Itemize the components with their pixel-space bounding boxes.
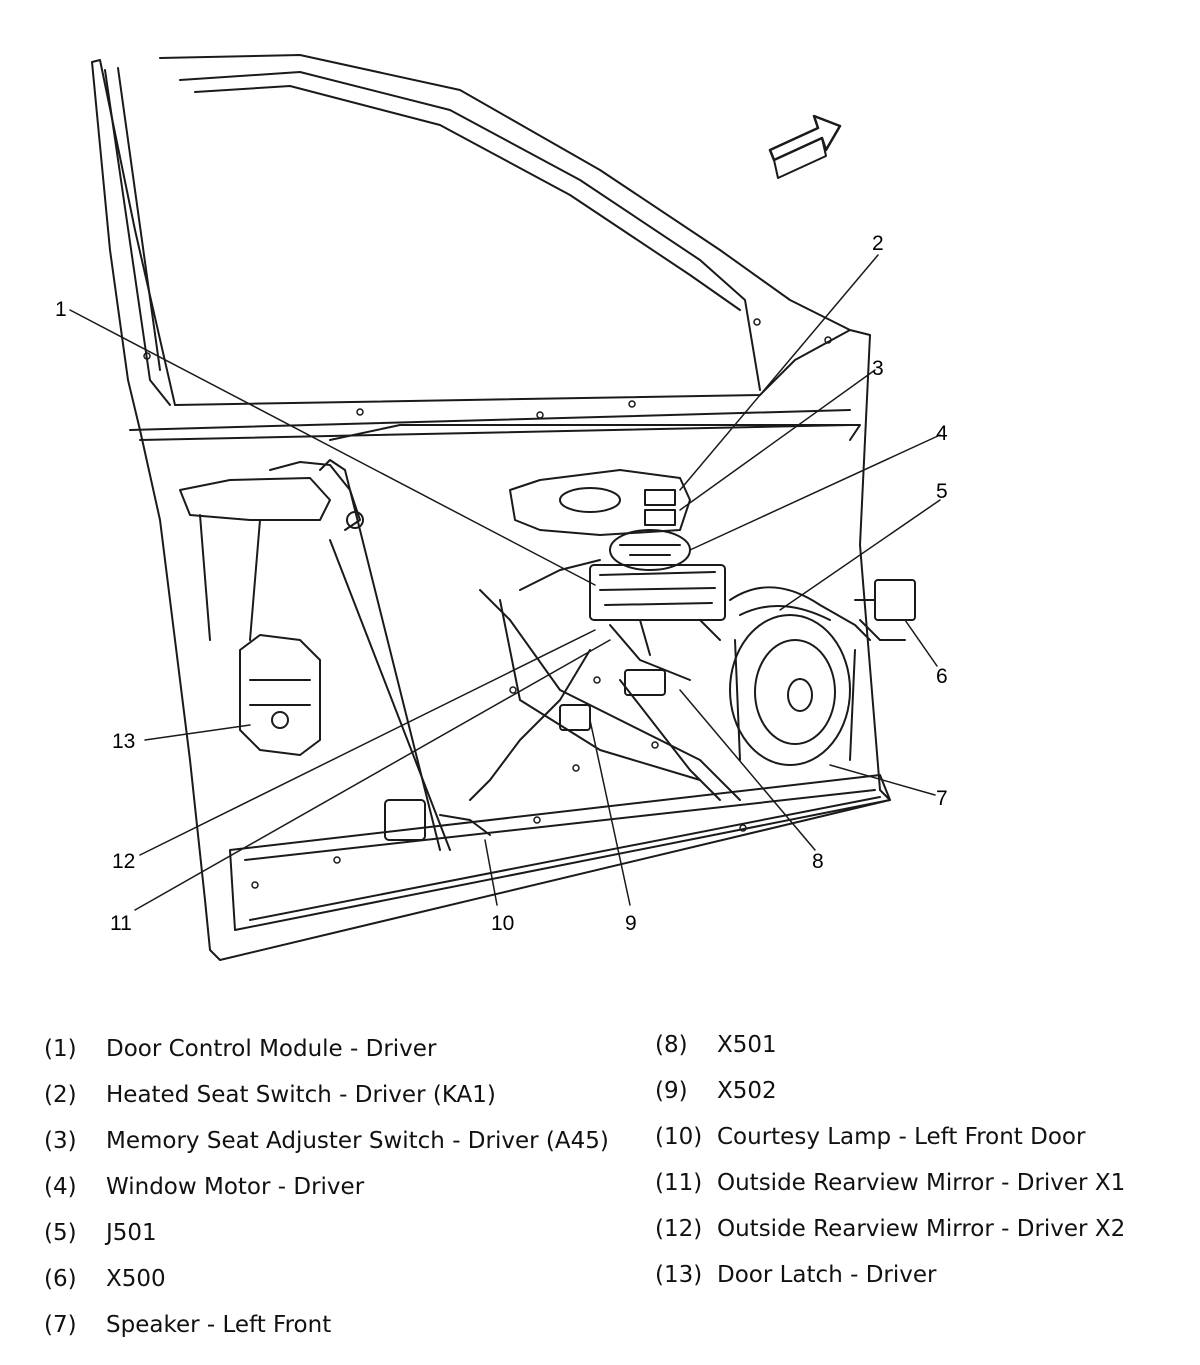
legend-number: (2) xyxy=(44,1082,77,1108)
legend-label: X502 xyxy=(717,1078,777,1104)
legend-number: (6) xyxy=(44,1266,77,1292)
callout-8: 8 xyxy=(812,850,824,873)
legend-item: (1) Door Control Module - Driver xyxy=(44,1030,614,1068)
legend-number: (13) xyxy=(655,1262,703,1288)
window-regulator xyxy=(469,559,741,801)
legend-item: (12) Outside Rearview Mirror - Driver X2 xyxy=(655,1210,1195,1248)
legend-number: (9) xyxy=(655,1078,688,1104)
legend-label: Memory Seat Adjuster Switch - Driver (A4… xyxy=(106,1128,609,1154)
callout-5: 5 xyxy=(936,480,948,503)
legend-item: (10) Courtesy Lamp - Left Front Door xyxy=(655,1118,1195,1156)
legend-item: (6) X500 xyxy=(44,1260,614,1298)
legend-label: Speaker - Left Front xyxy=(106,1312,332,1338)
legend-label: X500 xyxy=(106,1266,166,1292)
legend-item: (3) Memory Seat Adjuster Switch - Driver… xyxy=(44,1122,614,1160)
legend-label: Door Control Module - Driver xyxy=(106,1036,437,1062)
legend-label: Heated Seat Switch - Driver (KA1) xyxy=(106,1082,496,1108)
legend-label: Outside Rearview Mirror - Driver X2 xyxy=(717,1216,1126,1242)
forward-arrow-icon xyxy=(768,114,842,179)
legend-label: Door Latch - Driver xyxy=(717,1262,937,1288)
legend-number: (8) xyxy=(655,1032,688,1058)
legend-label: J501 xyxy=(106,1220,157,1246)
callout-11: 11 xyxy=(110,912,132,935)
door-latch xyxy=(239,634,321,756)
callout-12: 12 xyxy=(112,850,135,873)
legend-number: (11) xyxy=(655,1170,703,1196)
legend-label: X501 xyxy=(717,1032,777,1058)
callout-7: 7 xyxy=(936,787,948,810)
callout-10: 10 xyxy=(491,912,514,935)
x501-connector xyxy=(624,669,666,696)
legend-left: (1) Door Control Module - Driver (2) Hea… xyxy=(44,1030,614,1352)
callout-9: 9 xyxy=(625,912,637,935)
legend-item: (2) Heated Seat Switch - Driver (KA1) xyxy=(44,1076,614,1114)
legend-item: (11) Outside Rearview Mirror - Driver X1 xyxy=(655,1164,1195,1202)
legend-number: (3) xyxy=(44,1128,77,1154)
legend-right: (8) X501 (9) X502 (10) Courtesy Lamp - L… xyxy=(655,1026,1195,1302)
legend-number: (10) xyxy=(655,1124,703,1150)
legend-number: (1) xyxy=(44,1036,77,1062)
legend-label: Courtesy Lamp - Left Front Door xyxy=(717,1124,1086,1150)
callout-4: 4 xyxy=(936,422,948,445)
x500-connector xyxy=(854,579,916,641)
callout-1: 1 xyxy=(55,298,67,321)
courtesy-lamp xyxy=(384,799,491,841)
mounting-holes xyxy=(143,318,832,889)
door-frame xyxy=(91,54,891,961)
legend-number: (7) xyxy=(44,1312,77,1338)
legend-number: (4) xyxy=(44,1174,77,1200)
legend-item: (7) Speaker - Left Front xyxy=(44,1306,614,1344)
leader-lines xyxy=(69,254,941,911)
speaker xyxy=(729,614,856,766)
legend-item: (4) Window Motor - Driver xyxy=(44,1168,614,1206)
door-control-module xyxy=(589,564,726,681)
callout-13: 13 xyxy=(112,730,135,753)
legend-number: (12) xyxy=(655,1216,703,1242)
callout-2: 2 xyxy=(872,232,884,255)
outside-handle-linkage xyxy=(179,459,451,851)
legend-item: (8) X501 xyxy=(655,1026,1195,1064)
legend-label: Outside Rearview Mirror - Driver X1 xyxy=(717,1170,1126,1196)
x502-connector xyxy=(559,704,591,731)
door-component-diagram: 1 2 3 4 5 6 7 8 9 10 11 12 13 xyxy=(55,54,948,961)
callout-6: 6 xyxy=(936,665,948,688)
interior-handle-switches xyxy=(509,469,691,536)
legend-item: (9) X502 xyxy=(655,1072,1195,1110)
legend-item: (13) Door Latch - Driver xyxy=(655,1256,1195,1294)
legend-label: Window Motor - Driver xyxy=(106,1174,365,1200)
legend-number: (5) xyxy=(44,1220,77,1246)
callout-3: 3 xyxy=(872,357,884,380)
legend-item: (5) J501 xyxy=(44,1214,614,1252)
